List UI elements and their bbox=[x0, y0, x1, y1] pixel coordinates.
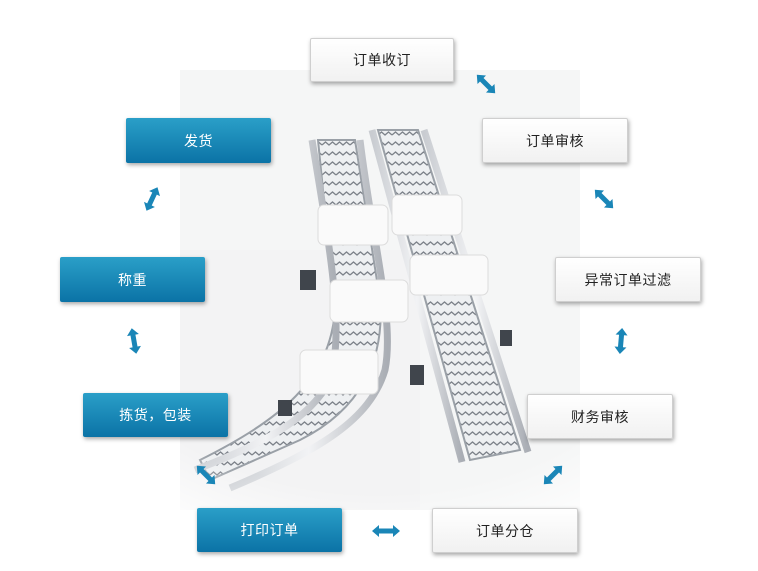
step-order-split: 订单分仓 bbox=[432, 508, 578, 553]
step-exception-filter: 异常订单过滤 bbox=[555, 257, 701, 302]
double-arrow-icon bbox=[594, 189, 614, 209]
step-ship: 发货 bbox=[126, 118, 271, 163]
double-arrow-icon bbox=[543, 465, 563, 485]
step-finance-review: 财务审核 bbox=[527, 394, 673, 439]
double-arrow-icon bbox=[614, 328, 628, 354]
double-arrow-icon bbox=[196, 465, 216, 485]
double-arrow-icon bbox=[127, 328, 141, 354]
step-order-review: 订单审核 bbox=[482, 118, 628, 163]
step-pick-pack: 拣货，包装 bbox=[83, 393, 228, 437]
double-arrow-icon bbox=[476, 74, 496, 94]
step-order-receive: 订单收订 bbox=[310, 38, 454, 82]
double-arrow-icon bbox=[144, 187, 160, 211]
double-arrow-icon bbox=[372, 525, 400, 537]
step-weigh: 称重 bbox=[60, 257, 205, 302]
step-print-order: 打印订单 bbox=[197, 508, 342, 552]
